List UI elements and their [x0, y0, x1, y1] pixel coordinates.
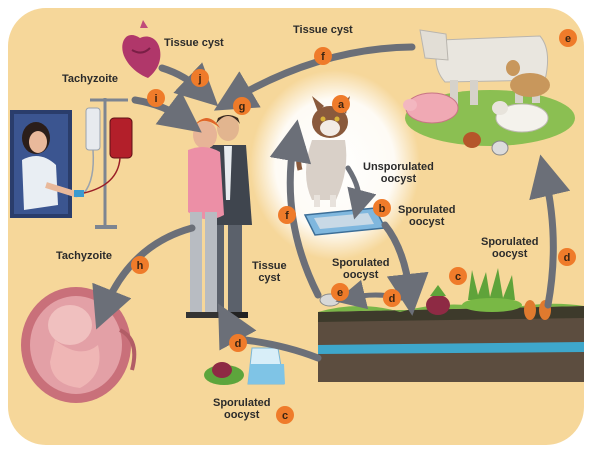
label-sporulated-oocyst-mid: Sporulated oocyst — [332, 257, 389, 281]
label-tachyzoite-left: Tachyzoite — [56, 250, 112, 262]
step-badge-h: h — [131, 256, 149, 274]
step-badge-j: j — [191, 69, 209, 87]
label-sporulated-oocyst-right: Sporulated oocyst — [481, 236, 538, 260]
step-badge-e-mouse: e — [331, 283, 349, 301]
svg-text:a: a — [338, 99, 345, 111]
label-unsporulated-oocyst: Unsporulated oocyst — [363, 161, 434, 185]
svg-text:f: f — [321, 51, 325, 63]
step-badge-g: g — [233, 97, 251, 115]
step-badge-f-mid: f — [278, 206, 296, 224]
svg-text:d: d — [389, 293, 396, 305]
step-badge-c-water: c — [276, 406, 294, 424]
step-badge-d-soil: d — [383, 289, 401, 307]
step-badge-c-field: c — [449, 267, 467, 285]
step-badge-e-animals: e — [559, 29, 577, 47]
label-tachyzoite-top: Tachyzoite — [62, 73, 118, 85]
svg-text:b: b — [379, 203, 386, 215]
svg-text:f: f — [285, 210, 289, 222]
svg-text:i: i — [154, 93, 157, 105]
svg-text:j: j — [197, 73, 201, 85]
label-tissue-cyst-top: Tissue cyst — [293, 24, 353, 36]
svg-text:c: c — [455, 271, 461, 283]
step-badge-d-right: d — [558, 248, 576, 266]
step-badge-f-top: f — [314, 47, 332, 65]
svg-text:e: e — [337, 287, 343, 299]
step-badge-d-water: d — [229, 334, 247, 352]
label-sporulated-oocyst-bottom: Sporulated oocyst — [213, 397, 270, 421]
step-badge-a: a — [332, 95, 350, 113]
step-badge-i: i — [147, 89, 165, 107]
svg-text:d: d — [564, 252, 571, 264]
svg-text:c: c — [282, 410, 288, 422]
svg-text:h: h — [137, 260, 144, 272]
label-tissue-cyst-heart: Tissue cyst — [164, 37, 224, 49]
svg-text:g: g — [239, 101, 246, 113]
step-badge-b: b — [373, 199, 391, 217]
svg-text:d: d — [235, 338, 242, 350]
label-tissue-cyst-mid: Tissue cyst — [252, 260, 287, 284]
svg-text:e: e — [565, 33, 571, 45]
label-sporulated-oocyst-b: Sporulated oocyst — [398, 204, 455, 228]
